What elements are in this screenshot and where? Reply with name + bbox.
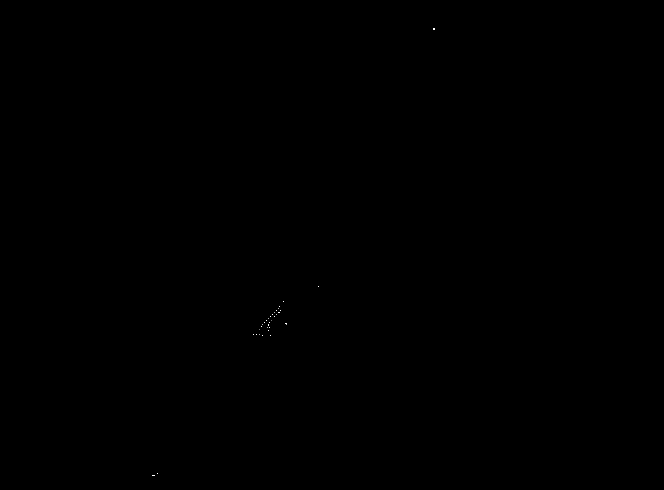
cluster-speck — [276, 310, 277, 311]
bottom-left-speck — [152, 475, 155, 476]
cluster-speck — [274, 312, 275, 313]
cluster-speck — [271, 320, 272, 321]
cluster-speck — [266, 320, 267, 321]
cluster-speck — [285, 323, 287, 324]
cluster-speck — [268, 318, 269, 319]
cluster-speck — [280, 310, 281, 311]
cluster-speck — [270, 335, 271, 336]
cluster-speck — [283, 301, 284, 302]
cluster-speck — [264, 322, 265, 323]
bottom-left-speck-dot — [157, 473, 158, 474]
cluster-speck — [278, 312, 280, 313]
cluster-speck — [279, 306, 280, 307]
isolated-speck — [318, 286, 319, 287]
cluster-speck — [278, 308, 279, 309]
cluster-speck — [272, 314, 273, 315]
cluster-speck — [259, 334, 260, 335]
cluster-speck — [269, 327, 270, 328]
cluster-speck — [268, 330, 269, 331]
cluster-speck — [269, 322, 270, 323]
cluster-speck — [270, 316, 271, 317]
cluster-speck — [253, 334, 254, 335]
cluster-speck — [261, 326, 262, 327]
top-right-speck — [433, 28, 435, 30]
cluster-speck — [276, 314, 277, 315]
cluster-speck — [256, 334, 257, 335]
cluster-speck — [267, 327, 268, 328]
cluster-speck — [274, 316, 275, 317]
cluster-speck — [262, 324, 263, 325]
cluster-speck — [268, 324, 269, 326]
cluster-speck — [262, 335, 263, 336]
cluster-speck — [259, 329, 260, 330]
cluster-speck — [286, 324, 287, 325]
